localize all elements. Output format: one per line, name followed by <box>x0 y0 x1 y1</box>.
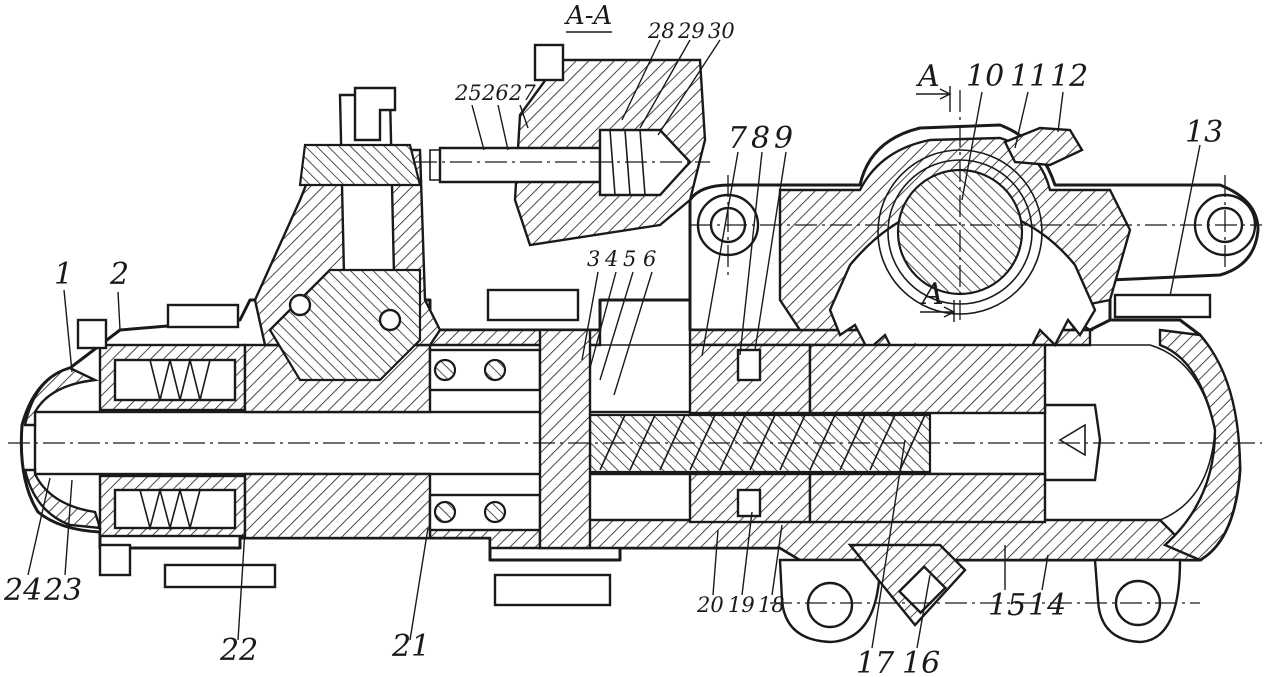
callout-7: 7 <box>728 121 748 156</box>
center-lines <box>8 90 1262 604</box>
callout-23: 23 <box>43 573 82 608</box>
callout-19: 19 <box>728 593 755 617</box>
callout-24: 24 <box>3 573 42 608</box>
callout-25: 25 <box>454 81 482 105</box>
section-mark-bottom: A <box>919 277 944 312</box>
callout-12: 12 <box>1050 59 1088 94</box>
lower-mounting-bosses <box>778 293 1212 644</box>
callout-29: 29 <box>677 19 705 43</box>
section-markers: A-A A A <box>564 1 956 322</box>
callout-11: 11 <box>1010 59 1048 94</box>
callout-9: 9 <box>774 121 793 156</box>
callout-21: 21 <box>391 629 430 664</box>
reaction-springs <box>113 358 237 532</box>
bearing-unit <box>243 288 612 607</box>
callout-18: 18 <box>758 593 785 617</box>
callout-28: 28 <box>647 19 675 43</box>
callout-labels: 1 2 3 4 5 6 7 8 9 10 11 12 13 14 15 16 1… <box>3 19 1223 677</box>
leader-lines <box>27 39 1201 649</box>
callout-27: 27 <box>508 81 536 105</box>
ball-nut-piston <box>688 343 1047 524</box>
section-mark-top: A <box>915 59 940 94</box>
callout-30: 30 <box>708 19 735 43</box>
callout-26: 26 <box>481 81 509 105</box>
callout-4: 4 <box>604 247 618 271</box>
control-valve-assembly <box>23 303 277 589</box>
callout-16: 16 <box>902 646 940 677</box>
callout-13: 13 <box>1185 115 1223 150</box>
callout-2: 2 <box>109 257 129 292</box>
callout-5: 5 <box>623 247 636 271</box>
callout-15: 15 <box>988 588 1026 623</box>
callout-8: 8 <box>751 121 770 156</box>
callout-10: 10 <box>966 59 1004 94</box>
callout-20: 20 <box>696 593 724 617</box>
callout-22: 22 <box>219 633 258 668</box>
callout-1: 1 <box>54 257 73 292</box>
section-a-a-inset <box>429 43 707 247</box>
sector-housing <box>688 123 1260 388</box>
callout-3: 3 <box>587 247 600 271</box>
callout-6: 6 <box>643 247 656 271</box>
section-title: A-A <box>564 1 612 31</box>
input-shaft-housing <box>253 86 442 382</box>
callout-14: 14 <box>1028 588 1066 623</box>
callout-17: 17 <box>856 646 895 677</box>
